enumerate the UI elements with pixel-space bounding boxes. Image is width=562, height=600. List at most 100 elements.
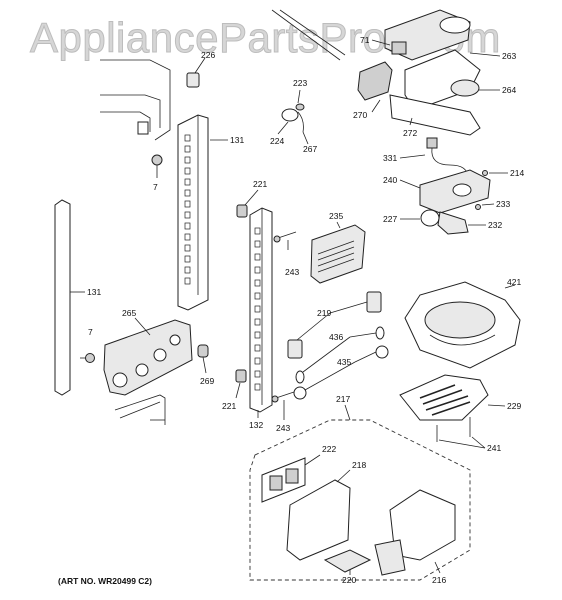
callout-272: 272 [403,128,417,138]
callout-235: 235 [329,211,343,221]
rail-slot [184,233,191,241]
callout-216: 216 [432,575,446,585]
part-7-screw-upper [151,154,163,178]
callout-7-upper: 7 [153,182,158,192]
callout-265: 265 [122,308,136,318]
rail-slot [184,222,191,230]
callout-131-upper: 131 [230,135,244,145]
part-219-socket-right [366,291,382,313]
callout-220: 220 [342,575,356,585]
callout-270: 270 [353,110,367,120]
callout-131-lower: 131 [87,287,101,297]
rail-slot [254,227,261,235]
rail-slot [254,318,261,326]
callout-214: 214 [510,168,524,178]
part-221-clip-upper [236,189,259,218]
part-235-cover [310,221,366,284]
callout-263: 263 [502,51,516,61]
callout-435: 435 [337,357,351,367]
part-233-screw [475,203,495,210]
part-241-pins [436,417,486,449]
part-240-bracket [399,169,491,214]
rail-slot [254,331,261,339]
part-331-harness [399,137,469,179]
callout-221-lower: 221 [222,401,236,411]
callout-71: 71 [360,35,370,45]
part-229-grille [399,374,506,421]
part-216-housing [374,489,456,576]
part-131-rail-upper [177,114,228,311]
rail-slot [184,145,191,153]
part-132-rail [249,207,273,418]
rail-slot [184,167,191,175]
callout-243-lower: 243 [276,423,290,433]
top-assembly [271,9,501,61]
part-232-socket [437,211,486,235]
part-131-rail-lower [54,199,85,396]
part-221-clip-lower [235,369,247,399]
part-272-channel [389,94,481,136]
rail-slot [254,357,261,365]
callout-269: 269 [200,376,214,386]
rail-slot [184,277,191,285]
rail-slot [254,292,261,300]
rail-slot [254,266,261,274]
rail-slot [254,305,261,313]
callout-233: 233 [496,199,510,209]
rail-slot [254,344,261,352]
rail-slot [184,178,191,186]
part-435-bulbs [293,345,389,400]
part-220-gasket [323,549,372,575]
callout-227: 227 [383,214,397,224]
callout-264: 264 [502,85,516,95]
part-243-screw-upper [273,231,297,250]
part-264-duct [404,49,500,111]
rail-slot [184,266,191,274]
part-226-clip [186,57,206,88]
kit-217-boundary [249,404,471,581]
callout-267: 267 [303,144,317,154]
rail-slot [184,156,191,164]
rail-slot [254,240,261,248]
callout-421: 421 [507,277,521,287]
rail-slot [254,370,261,378]
callout-229: 229 [507,401,521,411]
callout-232: 232 [488,220,502,230]
callout-436: 436 [329,332,343,342]
rail-slot [184,211,191,219]
callout-331: 331 [383,153,397,163]
callout-218: 218 [352,460,366,470]
callout-241: 241 [487,443,501,453]
callout-221-upper: 221 [253,179,267,189]
rail-slot [184,200,191,208]
rail-slot [184,244,191,252]
part-219-socket-left [287,339,303,359]
part-265-bracket [103,317,193,396]
callout-217: 217 [336,394,350,404]
callout-240: 240 [383,175,397,185]
part-218-lens [286,469,351,561]
rail-slot [184,255,191,263]
callout-224: 224 [270,136,284,146]
callout-7-lower: 7 [88,327,93,337]
rail-slot [184,189,191,197]
part-227-bulb [400,209,440,227]
callout-132: 132 [249,420,263,430]
part-436-bulbs [295,326,385,384]
part-421-shroud [404,281,521,369]
art-number: (ART NO. WR20499 C2) [58,576,152,586]
callout-219: 219 [317,308,331,318]
rail-slot [254,253,261,261]
part-214-screw [482,170,508,176]
part-269-spacer [197,344,209,374]
callout-222: 222 [322,444,336,454]
rail-slot [254,383,261,391]
callout-223: 223 [293,78,307,88]
part-270-housing [357,61,393,113]
callout-226: 226 [201,50,215,60]
rail-slot [184,134,191,142]
callout-243-upper: 243 [285,267,299,277]
cabinet-lower-piece [114,394,166,425]
part-7-screw-lower [80,353,95,363]
